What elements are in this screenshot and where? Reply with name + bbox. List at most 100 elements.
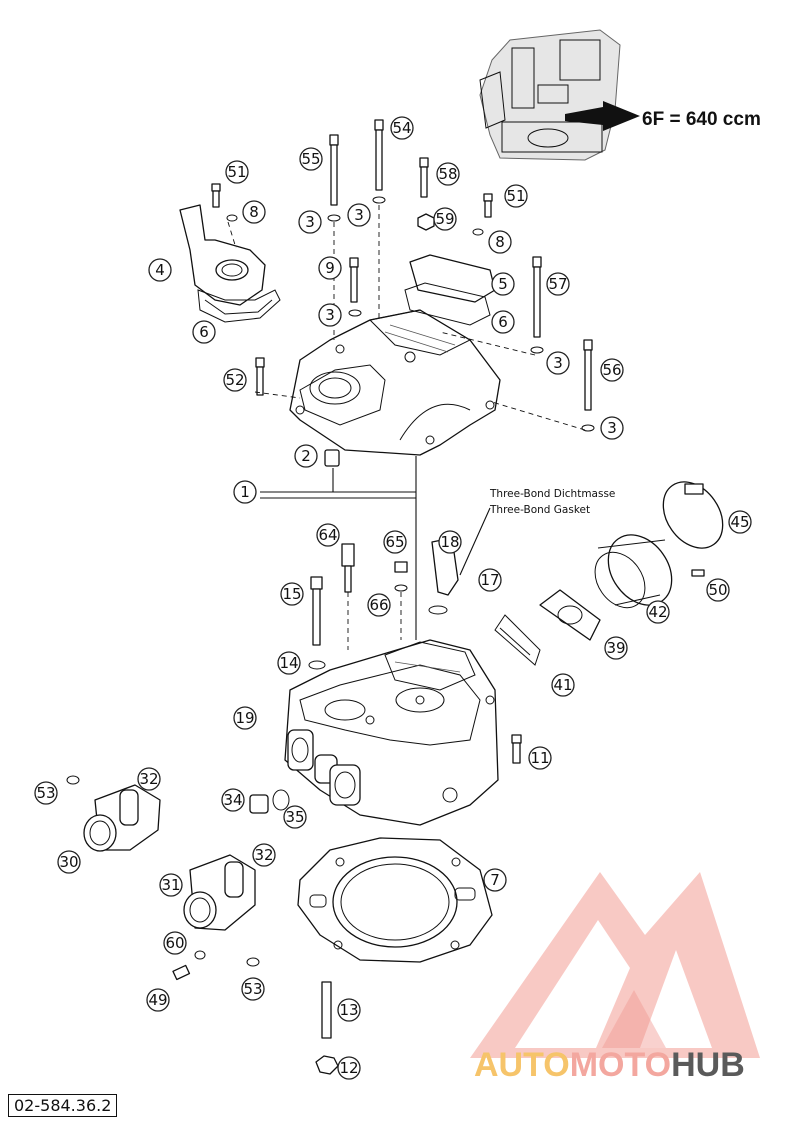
callout-55: 55 [299, 147, 323, 171]
washer-66 [394, 584, 408, 592]
washer-14 [308, 660, 326, 670]
svg-text:66: 66 [369, 596, 388, 614]
flange-39 [539, 589, 601, 641]
callout-19: 19 [233, 706, 257, 730]
watermark-auto: AUTO [474, 1046, 570, 1084]
callout-51-b: 51 [504, 184, 528, 208]
callout-31: 31 [159, 873, 183, 897]
svg-text:6: 6 [498, 313, 508, 331]
svg-text:2: 2 [301, 447, 311, 465]
svg-text:35: 35 [285, 808, 304, 826]
svg-text:55: 55 [301, 150, 320, 168]
callout-9: 9 [318, 256, 342, 280]
drawing-code: 02-584.36.2 [8, 1094, 118, 1117]
nut-12 [315, 1055, 339, 1075]
svg-text:49: 49 [148, 991, 167, 1009]
svg-text:32: 32 [254, 846, 273, 864]
svg-text:41: 41 [553, 676, 572, 694]
svg-text:3: 3 [305, 213, 315, 231]
svg-text:64: 64 [318, 526, 337, 544]
svg-text:3: 3 [607, 419, 617, 437]
svg-text:8: 8 [249, 203, 259, 221]
svg-text:11: 11 [530, 749, 549, 767]
exhaust-flange-30 [83, 784, 161, 852]
svg-text:31: 31 [161, 876, 180, 894]
callout-60: 60 [163, 931, 187, 955]
callout-39: 39 [604, 636, 628, 660]
callout-53-a: 53 [34, 781, 58, 805]
callout-1: 1 [233, 480, 257, 504]
callout-7: 7 [483, 868, 507, 892]
callout-2: 2 [294, 444, 318, 468]
callout-3-d: 3 [546, 351, 570, 375]
callout-49: 49 [146, 988, 170, 1012]
svg-text:32: 32 [139, 770, 158, 788]
screw-49 [172, 964, 191, 981]
gasket-41 [494, 614, 541, 666]
svg-text:18: 18 [440, 533, 459, 551]
svg-text:51: 51 [506, 187, 525, 205]
bolt-15-shank [312, 588, 321, 646]
svg-text:54: 54 [392, 119, 411, 137]
callout-13: 13 [337, 998, 361, 1022]
callout-45: 45 [728, 510, 752, 534]
variant-note: 6F = 640 ccm [642, 109, 761, 130]
callout-6-b: 6 [491, 310, 515, 334]
thermostat-housing [179, 204, 281, 323]
washers-top [226, 196, 595, 432]
plug-34 [249, 794, 269, 814]
callout-56: 56 [600, 358, 624, 382]
callout-8-a: 8 [242, 200, 266, 224]
watermark-hub: HUB [671, 1046, 745, 1084]
svg-text:42: 42 [648, 603, 667, 621]
svg-text:39: 39 [606, 639, 625, 657]
svg-text:17: 17 [480, 571, 499, 589]
cover-plate-5 [409, 254, 496, 303]
clamp-45 [662, 481, 724, 549]
callout-66: 66 [367, 593, 391, 617]
head-cover [289, 309, 501, 456]
svg-text:52: 52 [225, 371, 244, 389]
callout-30: 30 [57, 850, 81, 874]
callout-53-b: 53 [241, 977, 265, 1001]
callout-17: 17 [478, 568, 502, 592]
svg-text:15: 15 [282, 585, 301, 603]
clip-53-left [66, 775, 80, 785]
variant-arrow [565, 101, 640, 131]
oring-17 [428, 605, 448, 615]
callout-3-e: 3 [600, 416, 624, 440]
svg-text:65: 65 [385, 533, 404, 551]
plug-65 [394, 561, 408, 573]
callout-8-b: 8 [488, 230, 512, 254]
svg-text:3: 3 [325, 306, 335, 324]
svg-text:12: 12 [339, 1059, 358, 1077]
svg-text:34: 34 [223, 791, 242, 809]
callout-42: 42 [646, 600, 670, 624]
callout-57: 57 [546, 272, 570, 296]
cylinder-head [284, 639, 499, 826]
callout-32-a: 32 [137, 767, 161, 791]
svg-text:19: 19 [235, 709, 254, 727]
stud-13 [321, 981, 332, 1039]
svg-text:8: 8 [495, 233, 505, 251]
callout-52: 52 [223, 368, 247, 392]
exhaust-flange-31 [183, 854, 256, 931]
watermark-text: AUTOMOTOHUB [474, 1046, 745, 1084]
washer-60 [194, 950, 206, 960]
sensor-64-tip [344, 565, 352, 593]
svg-text:4: 4 [155, 261, 165, 279]
callout-54: 54 [390, 116, 414, 140]
bolt-11-shank [512, 742, 521, 764]
svg-text:13: 13 [339, 1001, 358, 1019]
svg-text:56: 56 [602, 361, 621, 379]
callout-32-b: 32 [252, 843, 276, 867]
automotohub-logo [470, 872, 760, 1058]
svg-text:3: 3 [354, 206, 364, 224]
svg-text:3: 3 [553, 354, 563, 372]
sleeve-part-2 [324, 449, 340, 467]
engine-thumbnail [479, 29, 621, 161]
ring-35 [272, 789, 290, 811]
callout-3-a: 3 [298, 210, 322, 234]
svg-text:45: 45 [730, 513, 749, 531]
callout-3-c: 3 [318, 303, 342, 327]
